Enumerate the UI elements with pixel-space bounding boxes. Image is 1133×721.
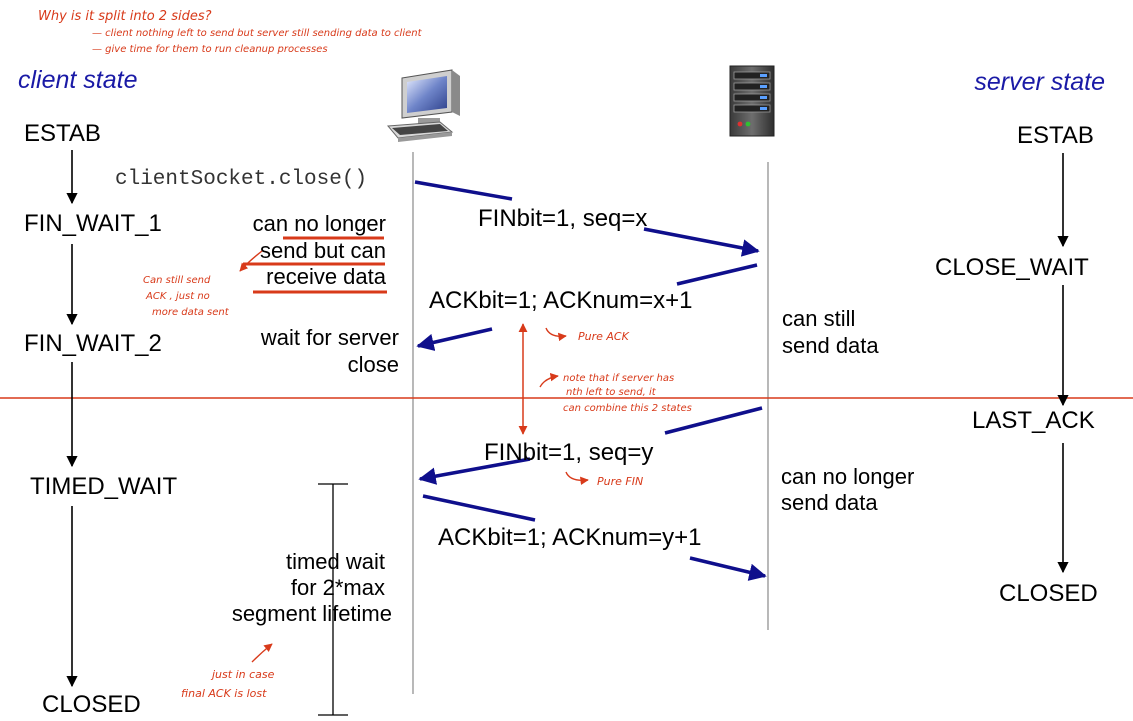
- annotation-combine-states-line-1: note that if server has: [563, 373, 674, 384]
- client-note-no-longer-send-line-1: can no longer: [253, 211, 386, 236]
- client-note-timed-wait-line-1: timed wait: [286, 549, 385, 574]
- fin-server-arrow-head: [418, 457, 531, 485]
- desktop-computer-icon: [386, 69, 460, 142]
- client-state-fin-wait-2: FIN_WAIT_2: [24, 330, 162, 357]
- client-socket-close-call: clientSocket.close(): [115, 168, 367, 191]
- annotation-can-still-send-ack-line-1: Can still send: [143, 275, 211, 286]
- annotation-why-split-line-3: — give time for them to run cleanup proc…: [92, 44, 328, 55]
- highlight-underlines: [243, 236, 387, 294]
- ack-client-arrow-head: [689, 556, 767, 581]
- client-state-closed: CLOSED: [42, 691, 141, 718]
- server-note-can-still-send-line-1: can still: [782, 306, 855, 331]
- ack-client-arrow-tail: [422, 494, 536, 522]
- annotation-why-split: Why is it split into 2 sides? — client n…: [38, 9, 423, 55]
- annotation-can-still-send-ack-line-2: ACK , just no: [145, 291, 210, 302]
- annotation-pointer-just-in-case: [251, 643, 273, 663]
- annotation-can-still-send-ack-line-3: more data sent: [152, 307, 230, 318]
- client-note-wait-for-server-line-1: wait for server: [260, 325, 399, 350]
- annotation-pointer-can-still-send: [239, 250, 263, 272]
- ack-server-arrow-tail: [676, 263, 758, 286]
- timed-wait-bracket: [318, 483, 348, 716]
- fin-client-arrow-head: [643, 227, 760, 257]
- annotation-why-split-line-1: Why is it split into 2 sides?: [38, 9, 212, 24]
- server-state-estab: ESTAB: [1017, 122, 1094, 149]
- annotation-pure-ack: Pure ACK: [578, 330, 630, 343]
- client-state-estab: ESTAB: [24, 120, 101, 147]
- annotation-pure-fin: Pure FIN: [597, 475, 643, 488]
- annotation-combine-states-line-3: can combine this 2 states: [563, 403, 692, 414]
- fin-server-label: FINbit=1, seq=y: [484, 439, 653, 466]
- fin-client-label: FINbit=1, seq=x: [478, 205, 647, 232]
- client-state-fin-wait-1: FIN_WAIT_1: [24, 210, 162, 237]
- ack-server-arrow-head: [416, 327, 493, 352]
- server-note-no-longer-send-line-2: send data: [781, 490, 878, 515]
- client-state-heading: client state: [18, 66, 138, 94]
- annotation-combine-states-line-2: nth left to send, it: [566, 387, 657, 398]
- annotation-pointer-pure-fin: [565, 471, 589, 486]
- ack-server-label: ACKbit=1; ACKnum=x+1: [429, 287, 692, 314]
- server-state-last-ack: LAST_ACK: [972, 407, 1095, 434]
- client-note-timed-wait-line-2: for 2*max: [291, 575, 385, 600]
- annotation-why-split-line-2: — client nothing left to send but server…: [92, 28, 423, 39]
- annotation-pointer-pure-ack: [545, 327, 567, 342]
- ack-client-label: ACKbit=1; ACKnum=y+1: [438, 524, 701, 551]
- client-note-no-longer-send-line-2: send but can: [260, 238, 386, 263]
- server-state-closed: CLOSED: [999, 580, 1098, 607]
- server-note-can-still-send-line-2: send data: [782, 333, 879, 358]
- client-note-no-longer-send-line-3: receive data: [266, 264, 387, 289]
- annotation-just-in-case-line-2: final ACK is lost: [181, 687, 267, 700]
- server-note-no-longer-send-line-1: can no longer: [781, 464, 914, 489]
- client-note-timed-wait-line-3: segment lifetime: [232, 601, 392, 626]
- fin-client-arrow-tail: [414, 180, 513, 201]
- server-state-heading: server state: [974, 68, 1105, 96]
- server-state-close-wait: CLOSE_WAIT: [935, 254, 1089, 281]
- fin-server-arrow-tail: [664, 406, 763, 435]
- client-state-timed-wait: TIMED_WAIT: [30, 473, 177, 500]
- client-note-wait-for-server-line-2: close: [348, 352, 399, 377]
- annotation-pointer-combine-states: [539, 373, 559, 388]
- server-tower-icon: [729, 65, 775, 137]
- annotation-just-in-case-line-1: just in case: [210, 668, 275, 681]
